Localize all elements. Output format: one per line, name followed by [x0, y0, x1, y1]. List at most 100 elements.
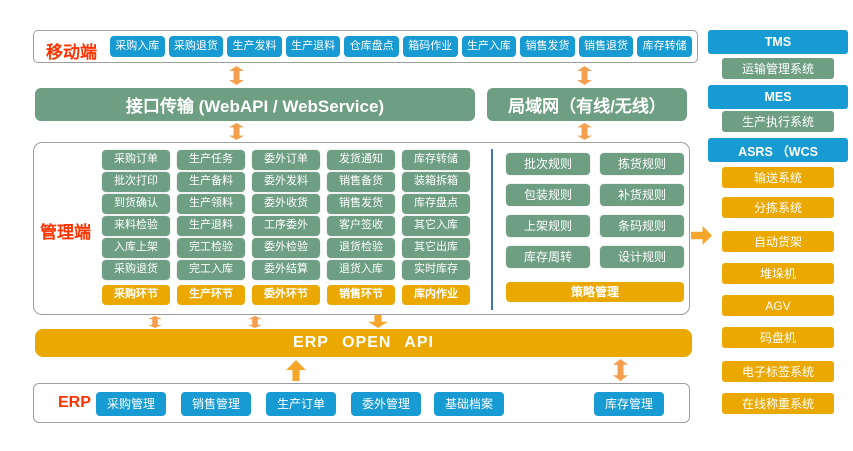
erp-button-production-order[interactable]: 生产订单	[266, 392, 336, 416]
column-footer-badge: 采购环节	[102, 284, 170, 305]
mgmt-button[interactable]: 库存转储	[402, 150, 470, 170]
mgmt-button[interactable]: 委外检验	[252, 238, 320, 258]
mgmt-button[interactable]: 其它入库	[402, 216, 470, 236]
up-down-arrow-icon	[229, 123, 244, 140]
column-footer-badge: 销售环节	[327, 284, 395, 305]
mgmt-button[interactable]: 入库上架	[102, 238, 170, 258]
production-column: 生产任务 生产备料 生产领料 生产退料 完工检验 完工入库 生产环节	[177, 150, 245, 305]
mobile-button-production-issue[interactable]: 生产发料	[227, 36, 282, 57]
mgmt-button[interactable]: 其它出库	[402, 238, 470, 258]
mgmt-button[interactable]: 委外结算	[252, 260, 320, 280]
outsourcing-column: 委外订单 委外发料 委外收货 工序委外 委外检验 委外结算 委外环节	[252, 150, 320, 305]
mgmt-button[interactable]: 工序委外	[252, 216, 320, 236]
up-arrow-icon	[286, 360, 306, 381]
erp-button-master-data[interactable]: 基础档案	[434, 392, 504, 416]
down-arrow-icon	[368, 315, 388, 328]
sidebar-item-mes[interactable]: MES	[708, 85, 848, 109]
mobile-label: 移动端	[46, 43, 97, 62]
rule-button[interactable]: 条码规则	[600, 215, 684, 237]
sidebar-item-agv[interactable]: AGV	[722, 295, 834, 316]
mgmt-button[interactable]: 装箱拆箱	[402, 172, 470, 192]
strategy-grid: 批次规则 拣货规则 包装规则 补货规则 上架规则 条码规则 库存周转 设计规则	[506, 153, 684, 268]
mgmt-button[interactable]: 生产任务	[177, 150, 245, 170]
sidebar-item-transport-system[interactable]: 运输管理系统	[722, 58, 834, 79]
up-down-arrow-icon	[148, 316, 162, 328]
mobile-button-stock-transfer[interactable]: 库存转储	[637, 36, 692, 57]
mgmt-button[interactable]: 委外发料	[252, 172, 320, 192]
erp-panel: ERP 采购管理 销售管理 生产订单 委外管理 基础档案 库存管理	[33, 383, 690, 423]
rule-button[interactable]: 上架规则	[506, 215, 590, 237]
column-footer-badge: 委外环节	[252, 284, 320, 305]
mobile-buttons-row: 采购入库 采购退货 生产发料 生产退料 仓库盘点 箱码作业 生产入库 销售发货 …	[110, 36, 692, 57]
mgmt-button[interactable]: 销售发货	[327, 194, 395, 214]
mgmt-button[interactable]: 完工检验	[177, 238, 245, 258]
mgmt-button[interactable]: 采购订单	[102, 150, 170, 170]
erp-button-outsourcing[interactable]: 委外管理	[351, 392, 421, 416]
sidebar-item-sorting[interactable]: 分拣系统	[722, 197, 834, 218]
management-label: 管理端	[40, 223, 91, 242]
up-down-arrow-icon	[613, 359, 628, 381]
mobile-button-sales-return[interactable]: 销售退货	[578, 36, 634, 57]
erp-button-sales[interactable]: 销售管理	[181, 392, 251, 416]
mgmt-button[interactable]: 库存盘点	[402, 194, 470, 214]
rule-button[interactable]: 设计规则	[600, 246, 684, 268]
management-panel: 管理端 采购订单 批次打印 到货确认 来料检验 入库上架 采购退货 采购环节 生…	[33, 142, 690, 315]
mgmt-button[interactable]: 退货检验	[327, 238, 395, 258]
up-down-arrow-icon	[229, 66, 244, 85]
erp-label: ERP	[58, 394, 91, 411]
sidebar-item-asrs-wcs[interactable]: ASRS （WCS	[708, 138, 848, 162]
mgmt-button[interactable]: 到货确认	[102, 194, 170, 214]
mobile-button-warehouse-count[interactable]: 仓库盘点	[344, 36, 399, 57]
up-down-arrow-icon	[248, 316, 262, 328]
mgmt-button[interactable]: 来料检验	[102, 216, 170, 236]
mobile-panel: 移动端 采购入库 采购退货 生产发料 生产退料 仓库盘点 箱码作业 生产入库 销…	[33, 30, 698, 63]
mobile-button-purchase-inbound[interactable]: 采购入库	[110, 36, 165, 57]
management-grid: 采购订单 批次打印 到货确认 来料检验 入库上架 采购退货 采购环节 生产任务 …	[102, 150, 470, 305]
column-footer-badge: 库内作业	[402, 284, 470, 305]
mgmt-button[interactable]: 客户签收	[327, 216, 395, 236]
rule-button[interactable]: 补货规则	[600, 184, 684, 206]
sidebar-item-tms[interactable]: TMS	[708, 30, 848, 54]
mgmt-button[interactable]: 完工入库	[177, 260, 245, 280]
mobile-button-sales-shipment[interactable]: 销售发货	[520, 36, 575, 57]
column-footer-badge: 生产环节	[177, 284, 245, 305]
mobile-button-carton-ops[interactable]: 箱码作业	[402, 36, 458, 57]
sidebar-item-production-execution[interactable]: 生产执行系统	[722, 111, 834, 132]
erp-open-api-banner: ERP OPEN API	[35, 329, 692, 357]
mgmt-button[interactable]: 退货入库	[327, 260, 395, 280]
mgmt-button[interactable]: 采购退货	[102, 260, 170, 280]
rule-button[interactable]: 拣货规则	[600, 153, 684, 175]
sales-column: 发货通知 销售备货 销售发货 客户签收 退货检验 退货入库 销售环节	[327, 150, 395, 305]
mobile-button-purchase-return[interactable]: 采购退货	[168, 36, 224, 57]
interface-banner: 接口传输 (WebAPI / WebService)	[35, 88, 475, 121]
rule-button[interactable]: 库存周转	[506, 246, 590, 268]
sidebar-item-conveyor[interactable]: 输送系统	[722, 167, 834, 188]
mgmt-button[interactable]: 委外收货	[252, 194, 320, 214]
mobile-button-production-return[interactable]: 生产退料	[285, 36, 341, 57]
procurement-column: 采购订单 批次打印 到货确认 来料检验 入库上架 采购退货 采购环节	[102, 150, 170, 305]
mgmt-button[interactable]: 生产领料	[177, 194, 245, 214]
mgmt-button[interactable]: 实时库存	[402, 260, 470, 280]
sidebar-item-electronic-label[interactable]: 电子标签系统	[722, 361, 834, 382]
erp-button-purchase[interactable]: 采购管理	[96, 392, 166, 416]
rule-button[interactable]: 批次规则	[506, 153, 590, 175]
mgmt-button[interactable]: 委外订单	[252, 150, 320, 170]
sidebar-item-auto-rack[interactable]: 自动货架	[722, 231, 834, 252]
erp-button-inventory[interactable]: 库存管理	[594, 392, 664, 416]
up-down-arrow-icon	[577, 123, 592, 140]
sidebar-item-stacker[interactable]: 堆垛机	[722, 263, 834, 284]
mgmt-button[interactable]: 发货通知	[327, 150, 395, 170]
sidebar-item-online-weighing[interactable]: 在线称重系统	[722, 393, 834, 414]
mobile-button-production-inbound[interactable]: 生产入库	[461, 36, 517, 57]
warehouse-ops-column: 库存转储 装箱拆箱 库存盘点 其它入库 其它出库 实时库存 库内作业	[402, 150, 470, 305]
strategy-footer-badge: 策略管理	[506, 282, 684, 302]
mgmt-button[interactable]: 销售备货	[327, 172, 395, 192]
sidebar-item-palletizer[interactable]: 码盘机	[722, 327, 834, 348]
section-divider	[491, 149, 493, 310]
mgmt-button[interactable]: 批次打印	[102, 172, 170, 192]
mgmt-button[interactable]: 生产备料	[177, 172, 245, 192]
mgmt-button[interactable]: 生产退料	[177, 216, 245, 236]
right-arrow-icon	[691, 226, 712, 245]
rule-button[interactable]: 包装规则	[506, 184, 590, 206]
